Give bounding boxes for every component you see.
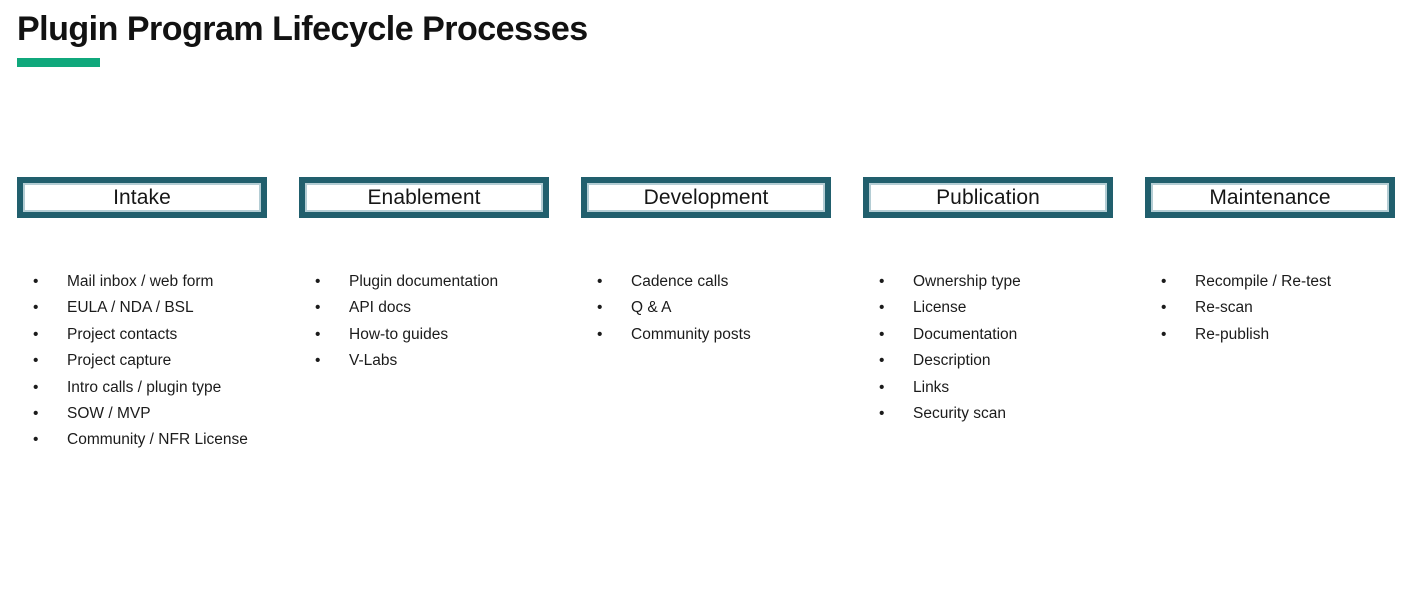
list-item: Cadence calls — [581, 269, 831, 296]
list-item: Community / NFR License — [17, 427, 267, 454]
list-item: API docs — [299, 295, 549, 322]
list-item: License — [863, 295, 1113, 322]
list-item: Project capture — [17, 348, 267, 375]
stage-header-label: Publication — [936, 185, 1040, 209]
stage-item-list: Mail inbox / web formEULA / NDA / BSLPro… — [17, 269, 267, 454]
list-item: Q & A — [581, 295, 831, 322]
stage-header-box: Intake — [17, 177, 267, 218]
stage-column-publication: PublicationOwnership typeLicenseDocument… — [863, 177, 1113, 428]
stage-item-list: Ownership typeLicenseDocumentationDescri… — [863, 269, 1113, 428]
list-item: Ownership type — [863, 269, 1113, 296]
title-accent-underline — [17, 58, 100, 67]
list-item: Project contacts — [17, 322, 267, 349]
list-item: Re-publish — [1145, 322, 1395, 349]
list-item: Security scan — [863, 401, 1113, 428]
stage-item-list: Plugin documentationAPI docsHow-to guide… — [299, 269, 549, 375]
stage-column-intake: IntakeMail inbox / web formEULA / NDA / … — [17, 177, 267, 454]
list-item: SOW / MVP — [17, 401, 267, 428]
stage-header-box: Enablement — [299, 177, 549, 218]
list-item: How-to guides — [299, 322, 549, 349]
list-item: Community posts — [581, 322, 831, 349]
stage-item-list: Cadence callsQ & ACommunity posts — [581, 269, 831, 349]
stage-column-maintenance: MaintenanceRecompile / Re-testRe-scanRe-… — [1145, 177, 1395, 349]
stage-header-box: Publication — [863, 177, 1113, 218]
list-item: EULA / NDA / BSL — [17, 295, 267, 322]
list-item: Re-scan — [1145, 295, 1395, 322]
list-item: Plugin documentation — [299, 269, 549, 296]
list-item: Recompile / Re-test — [1145, 269, 1395, 296]
list-item: Documentation — [863, 322, 1113, 349]
stage-header-label: Enablement — [367, 185, 481, 209]
list-item: Intro calls / plugin type — [17, 375, 267, 402]
list-item: V-Labs — [299, 348, 549, 375]
stage-column-development: DevelopmentCadence callsQ & ACommunity p… — [581, 177, 831, 349]
stage-header-label: Intake — [113, 185, 171, 209]
list-item: Links — [863, 375, 1113, 402]
stage-header-label: Maintenance — [1209, 185, 1331, 209]
stage-header-box: Development — [581, 177, 831, 218]
stage-column-enablement: EnablementPlugin documentationAPI docsHo… — [299, 177, 549, 375]
stage-header-box: Maintenance — [1145, 177, 1395, 218]
stage-item-list: Recompile / Re-testRe-scanRe-publish — [1145, 269, 1395, 349]
page-title: Plugin Program Lifecycle Processes — [17, 10, 588, 48]
stage-header-label: Development — [643, 185, 769, 209]
list-item: Description — [863, 348, 1113, 375]
list-item: Mail inbox / web form — [17, 269, 267, 296]
